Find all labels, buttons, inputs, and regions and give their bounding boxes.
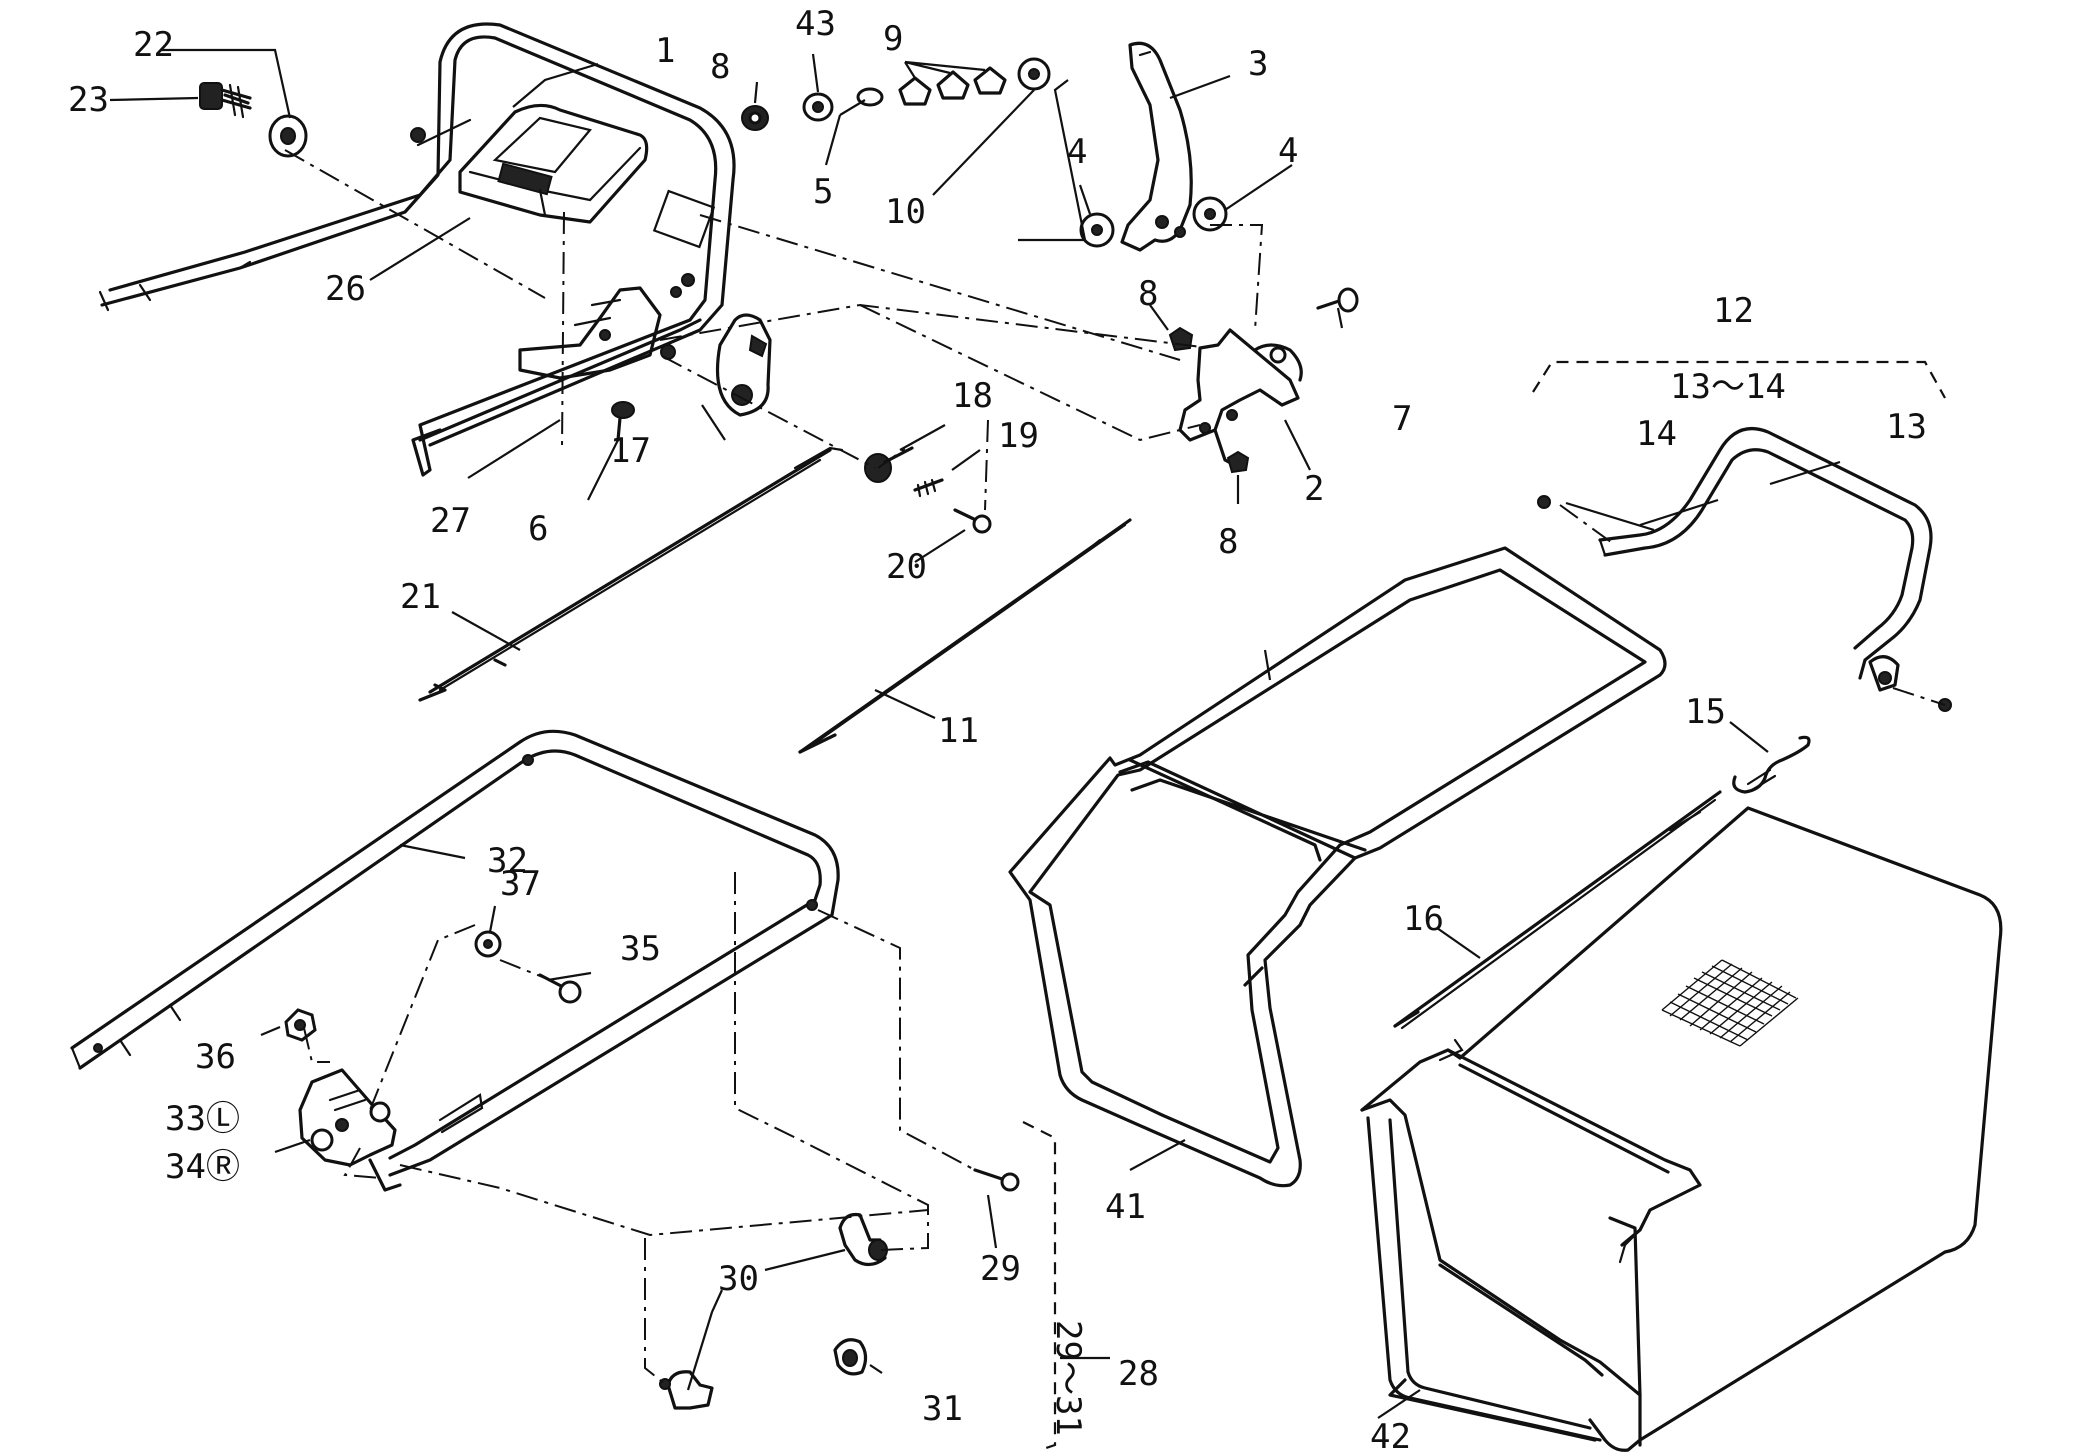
spacer-31 (833, 1338, 868, 1376)
callout-labels: 1 2 3 4 4 5 6 7 8 8 8 9 10 11 12 13 13～1… (68, 4, 1927, 1456)
callout-20: 20 (886, 547, 927, 587)
nut-36 (284, 1008, 317, 1042)
callout-4a: 4 (1067, 132, 1087, 172)
callout-22: 22 (133, 25, 174, 65)
control-cover (458, 103, 649, 224)
callout-35: 35 (620, 929, 661, 969)
callout-21: 21 (400, 577, 441, 617)
washers-4 (1079, 196, 1228, 248)
callout-41: 41 (1105, 1187, 1146, 1227)
callout-8a: 8 (710, 47, 730, 87)
cable-pin-assembly (864, 446, 992, 534)
callout-29-31: 29～31 (1048, 1320, 1088, 1436)
callout-36: 36 (195, 1037, 236, 1077)
callout-13: 13 (1886, 407, 1927, 447)
drive-cable (798, 518, 1132, 754)
washers-nuts (741, 57, 1051, 131)
callout-27: 27 (430, 501, 471, 541)
grass-bag-frame (1008, 546, 1667, 1188)
upper-handle (98, 22, 736, 477)
callout-13-14: 13～14 (1670, 367, 1786, 407)
washer-37-bolt-35 (474, 930, 582, 1004)
callout-11: 11 (938, 711, 979, 751)
callout-14: 14 (1636, 414, 1677, 454)
group-brackets (1022, 360, 1946, 1452)
knobs-30 (659, 1212, 888, 1410)
callout-10: 10 (885, 192, 926, 232)
callout-9: 9 (883, 19, 903, 59)
pin-14 (1537, 495, 1551, 509)
callout-15: 15 (1685, 692, 1726, 732)
callout-18: 18 (952, 376, 993, 416)
callout-23: 23 (68, 80, 109, 120)
lever-bracket (1178, 328, 1303, 470)
callout-16: 16 (1403, 899, 1444, 939)
callout-19: 19 (998, 416, 1039, 456)
callout-8b: 8 (1138, 274, 1158, 314)
callout-34: 34Ⓡ (165, 1147, 240, 1187)
handle-bracket (518, 286, 662, 380)
screw-6 (611, 401, 635, 442)
callout-37: 37 (500, 864, 541, 904)
drive-lever (1120, 41, 1193, 252)
callout-32: 32 (487, 841, 528, 881)
assembly-lines (284, 79, 1946, 1385)
callout-29: 29 (980, 1249, 1021, 1289)
callout-4b: 4 (1278, 131, 1298, 171)
bag-mesh (1661, 959, 1799, 1047)
rod-16 (1393, 790, 1722, 1030)
callout-43: 43 (795, 4, 836, 44)
callout-5: 5 (813, 172, 833, 212)
callout-6: 6 (528, 509, 548, 549)
bag-handle (1598, 427, 1933, 692)
callout-17: 17 (610, 431, 651, 471)
callout-3: 3 (1248, 44, 1268, 84)
callout-31: 31 (922, 1389, 963, 1429)
bolt-7 (1316, 287, 1359, 313)
knob-and-bolt (199, 82, 308, 158)
callout-7: 7 (1392, 399, 1412, 439)
callout-42: 42 (1370, 1417, 1411, 1456)
grass-bag (1360, 806, 2003, 1452)
leader-lines (109, 48, 1841, 1419)
callout-30: 30 (718, 1259, 759, 1299)
callout-8c: 8 (1218, 522, 1238, 562)
callout-33: 33Ⓛ (165, 1099, 240, 1139)
callout-12: 12 (1713, 291, 1754, 331)
spring-15 (1732, 735, 1811, 794)
callout-26: 26 (325, 269, 366, 309)
callout-2: 2 (1304, 469, 1324, 509)
hinge-bracket (298, 1068, 397, 1167)
bolt-29 (973, 1168, 1020, 1192)
lower-handle (70, 729, 840, 1192)
callout-28: 28 (1118, 1354, 1159, 1394)
throttle-cable (418, 446, 844, 702)
nuts-8 (1168, 326, 1250, 474)
callout-1: 1 (655, 31, 675, 71)
